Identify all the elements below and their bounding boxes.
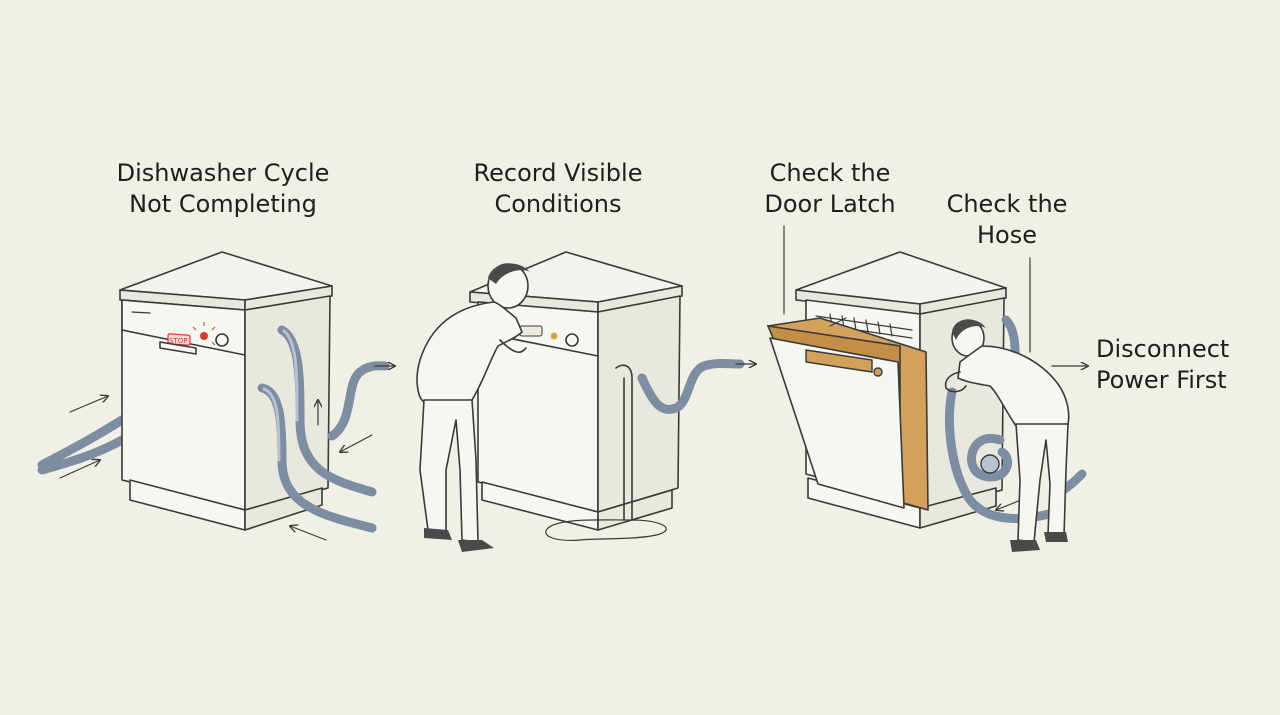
step-4-title-line1: Check the [946, 190, 1068, 218]
dial-2-icon [565, 333, 579, 347]
stop-badge: STOP [169, 337, 187, 345]
dishwasher-1-top-edge-side [244, 285, 333, 311]
person-inspecting [416, 263, 530, 552]
warning-light-icon [200, 332, 208, 340]
step-2-title-line2: Conditions [494, 190, 622, 218]
scene-1-dishwasher: STOP [37, 251, 377, 541]
dial-icon [215, 333, 229, 347]
step-3-title-line2: Door Latch [764, 190, 896, 218]
flow-arrow-3 [340, 434, 373, 452]
indicator-light-icon [550, 332, 558, 340]
step-1-title-line1: Dishwasher Cycle [116, 159, 330, 187]
torso-2 [957, 345, 1070, 427]
side-pipe [615, 364, 633, 521]
open-door [766, 317, 929, 511]
door-front [769, 337, 905, 509]
legs-2 [1015, 423, 1069, 543]
door-latch [805, 349, 873, 373]
connector-arrow-2 [637, 359, 756, 414]
step-1-title-line2: Not Completing [129, 190, 317, 218]
hose-connector-icon [980, 454, 1000, 474]
torso [416, 301, 523, 403]
flow-arrow-4 [290, 526, 327, 541]
scene-2-inspection [416, 251, 683, 552]
step-5-title: Disconnect Power First [1096, 334, 1244, 396]
step-3-title: Check the Door Latch [756, 158, 904, 220]
water-puddle [545, 519, 667, 541]
step-2-title: Record Visible Conditions [460, 158, 656, 220]
step-5-title-line2: Power First [1096, 366, 1227, 394]
warning-glow-icon [192, 322, 216, 346]
door-latch-button-icon [873, 367, 883, 377]
step-5-title-line1: Disconnect [1096, 335, 1230, 363]
display-2 [519, 325, 543, 337]
scene-3-latch-and-hose [766, 225, 1087, 552]
step-4-title-line2: Hose [977, 221, 1037, 249]
drain-hose-1 [257, 325, 377, 533]
flow-arrow-2 [59, 460, 100, 479]
legs [419, 399, 479, 543]
step-1-title: Dishwasher Cycle Not Completing [113, 158, 333, 220]
person-checking-hose [944, 319, 1070, 552]
step-3-title-line1: Check the [769, 159, 891, 187]
door-handle-1 [159, 341, 197, 355]
connector-arrow-1 [327, 361, 395, 441]
dishwasher-2-side [597, 295, 681, 513]
step-2-title-line1: Record Visible [473, 159, 643, 187]
step-4-title: Check the Hose [940, 189, 1074, 251]
flow-arrow-1 [69, 396, 108, 413]
inlet-hose [37, 415, 127, 475]
